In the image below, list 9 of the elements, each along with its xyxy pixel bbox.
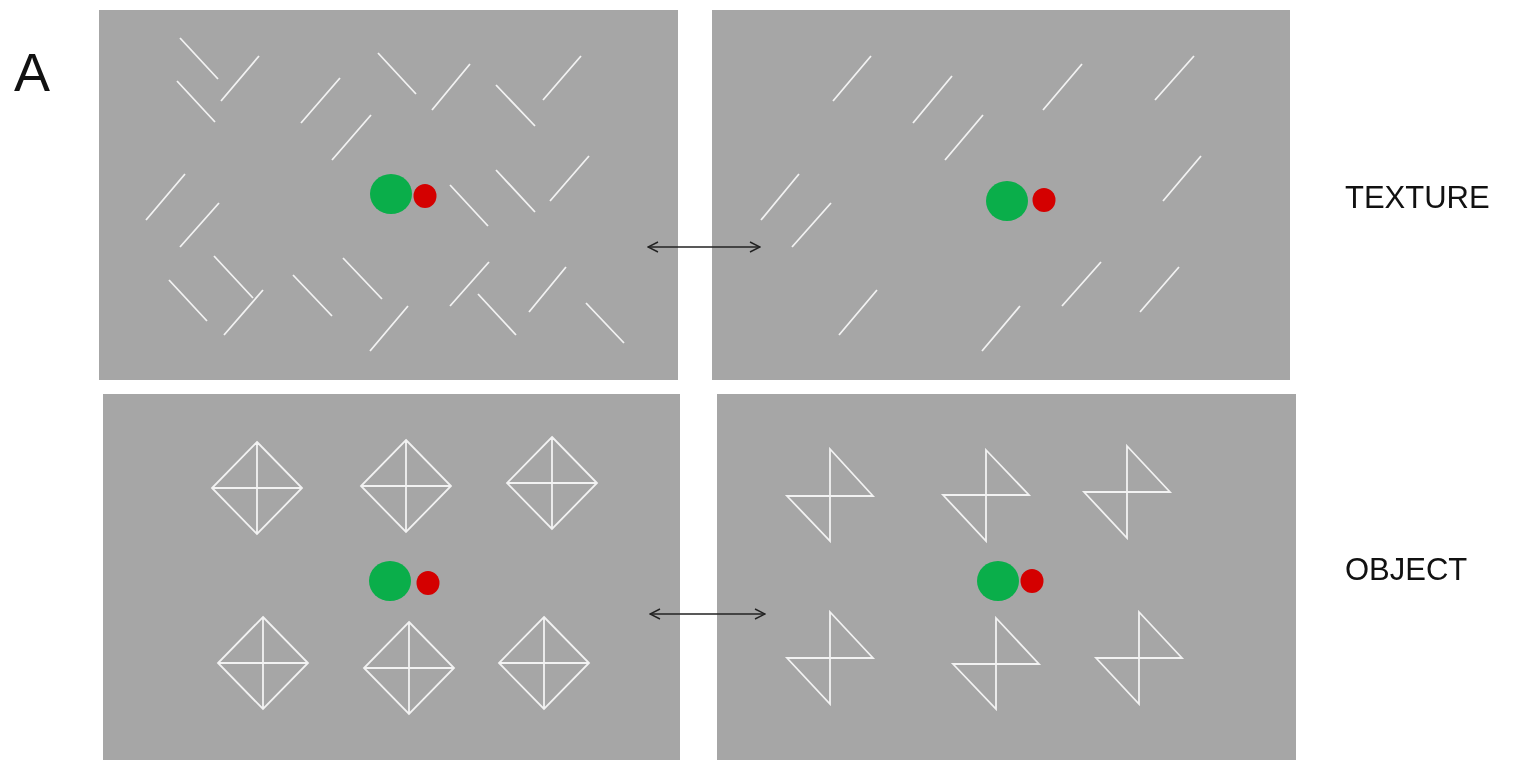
double-arrow [649, 608, 766, 620]
stimulus-panel [99, 10, 678, 380]
panel-letter: A [14, 45, 51, 99]
stimulus-panel [103, 394, 680, 760]
row-label: TEXTURE [1345, 182, 1490, 213]
double-arrow [647, 241, 761, 253]
stimulus-panel [717, 394, 1296, 760]
stimulus-panel [712, 10, 1290, 380]
row-label: OBJECT [1345, 554, 1468, 585]
